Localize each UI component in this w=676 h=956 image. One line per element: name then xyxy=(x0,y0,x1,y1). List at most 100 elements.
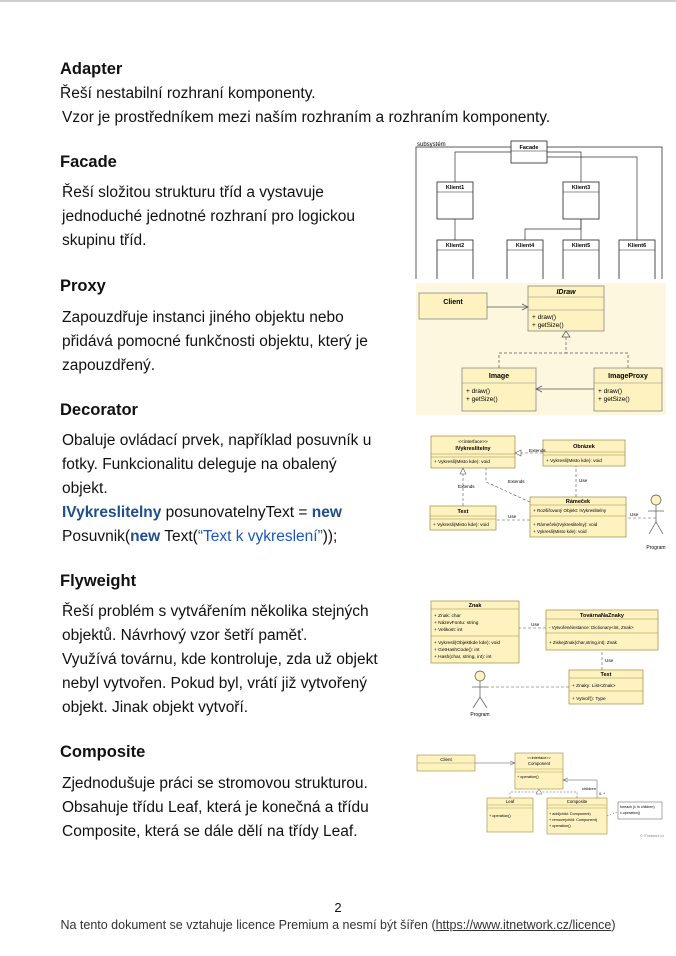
facade-diagram-subsystem-label: subsystém xyxy=(417,142,446,148)
decorator-diagram-use-1: Use xyxy=(508,514,517,519)
license-footer: Na tento dokument se vztahuje licence Pr… xyxy=(0,918,676,932)
decorator-diagram-ivyk-method: + Vykresli(Misto kde): void xyxy=(434,459,490,465)
proxy-line-2: přidává pomocné funkčnosti objektu, kter… xyxy=(62,333,368,350)
page-top-border xyxy=(0,0,676,2)
proxy-diagram-image: Image xyxy=(489,373,509,380)
composite-line-1: Zjednodušuje práci se stromovou struktur… xyxy=(62,775,368,792)
proxy-diagram-image-draw: + draw() xyxy=(466,388,490,395)
proxy-diagram-image-getsize: + getSize() xyxy=(466,396,498,403)
page-number: 2 xyxy=(334,900,342,915)
decorator-diagram-use-3: Use xyxy=(630,512,639,517)
flyweight-diagram-znak-method-3: + Hash(char, string, int): int xyxy=(434,654,492,660)
decorator-diagram-obrazek-method: + Vykresli(Misto kde): void xyxy=(546,458,602,464)
flyweight-line-1: Řeší problém s vytvářením několika stejn… xyxy=(62,603,369,620)
heading-composite: Composite xyxy=(60,743,146,761)
decorator-diagram-extends-1: Extends xyxy=(529,448,546,453)
decorator-diagram-ramecek-method: + Vykresli(Misto kde): void xyxy=(533,529,587,534)
decorator-diagram-ramecek-attr: + Rozšiřovaný Objekt: IVykreslitelny xyxy=(533,508,607,513)
composite-diagram-component: Component xyxy=(528,761,551,766)
composite-diagram-client: Client xyxy=(440,757,452,762)
adapter-line-1: Řeší nestabilní rozhraní komponenty. xyxy=(60,85,316,102)
facade-diagram-klient3: Klient3 xyxy=(572,185,590,191)
facade-diagram-klient6: Klient6 xyxy=(628,243,646,249)
decorator-diagram-ramecek-ctor: + Rámeček(IVykreslitelny): void xyxy=(533,522,598,527)
heading-proxy: Proxy xyxy=(60,277,106,295)
composite-diagram-note-line-2: c.operation() xyxy=(620,811,640,815)
decorator-diagram: <<interface>> IVykreslitelny + Vykresli(… xyxy=(426,432,668,554)
flyweight-line-5: objekt. Jinak objekt vytvoří. xyxy=(62,699,249,716)
composite-diagram-component-method: + operation() xyxy=(517,775,539,779)
proxy-diagram-imageproxy: ImageProxy xyxy=(608,373,648,380)
flyweight-diagram-znak-method-2: + GetHashCode(): int xyxy=(434,647,480,653)
flyweight-diagram-znak-attr-1: + Znak: char xyxy=(434,613,461,619)
flyweight-diagram-tovarna: TovárnaNaZnaky xyxy=(580,613,625,619)
decorator-diagram-extends-2: Extends xyxy=(458,484,475,489)
license-text-end: ) xyxy=(611,918,616,932)
decorator-diagram-text-method: + Vykresli(Misto kde): void xyxy=(433,522,489,528)
flyweight-diagram-znak-method-1: + Vykresli(Objektkde kde): void xyxy=(434,640,500,646)
composite-line-2: Obsahuje třídu Leaf, která je konečná a … xyxy=(62,799,369,816)
proxy-diagram-client: Client xyxy=(443,299,463,306)
facade-line-3: skupinu tříd. xyxy=(62,232,147,249)
decorator-line-1: Obaluje ovládací prvek, například posuvn… xyxy=(62,432,372,449)
proxy-diagram-imageproxy-draw: + draw() xyxy=(598,388,622,395)
license-link[interactable]: https://www.itnetwork.cz/licence xyxy=(435,918,612,932)
proxy-line-1: Zapouzdřuje instanci jiného objektu nebo xyxy=(62,309,344,326)
code-posuvnik: Posuvnik( xyxy=(62,528,131,545)
decorator-diagram-obrazek: Obrázek xyxy=(573,444,596,450)
proxy-diagram-imageproxy-getsize: + getSize() xyxy=(598,396,630,403)
proxy-diagram-idraw-getsize: + getSize() xyxy=(532,322,564,329)
decorator-diagram-ivykreslitelny: IVykreslitelny xyxy=(455,446,491,452)
code-keyword-new-1: new xyxy=(311,504,342,521)
facade-diagram-klient4: Klient4 xyxy=(516,243,535,249)
composite-diagram-copyright: © ITnetwork.cz xyxy=(640,834,664,838)
flyweight-diagram-text: Text xyxy=(601,672,612,678)
flyweight-diagram-znak: Znak xyxy=(469,603,483,609)
decorator-code-line-2: Posuvnik(new Text(“Text k vykreslení”)); xyxy=(62,525,337,549)
flyweight-diagram-znak-attr-2: + NázevFontu: string xyxy=(434,620,479,626)
composite-diagram-composite-method-1: + add(child: Component) xyxy=(549,812,591,816)
facade-diagram: subsystém Facade Klient1 Klient3 Klient2… xyxy=(414,139,666,279)
proxy-diagram-idraw: IDraw xyxy=(556,289,576,296)
composite-diagram-stereotype: <<interface>> xyxy=(527,756,551,760)
composite-diagram-children: children xyxy=(582,786,596,791)
flyweight-diagram-tovarna-method: + ZiskejZnak(char,string,int): Znak xyxy=(549,640,618,645)
decorator-diagram-extends-3: Extends xyxy=(508,479,525,484)
adapter-line-2: Vzor je prostředníkem mezi naším rozhran… xyxy=(62,109,551,126)
decorator-diagram-program: Program xyxy=(646,545,665,551)
composite-diagram-note-line-1: foreach (c in children) xyxy=(620,805,655,809)
facade-diagram-klient1: Klient1 xyxy=(446,185,464,191)
heading-decorator: Decorator xyxy=(60,401,138,419)
code-type-ivykreslitelny: IVykreslitelny xyxy=(62,504,162,521)
code-closing: )); xyxy=(322,528,338,545)
flyweight-diagram-program: Program xyxy=(470,712,489,718)
license-text: Na tento dokument se vztahuje licence Pr… xyxy=(60,918,436,932)
flyweight-diagram-tovarna-attr: - Vytvořenéinstance: Dictionary<int, Zna… xyxy=(549,625,634,630)
flyweight-diagram-znak-attr-3: + Velikost: int xyxy=(434,627,463,633)
decorator-code-line-1: IVykreslitelny posunovatelnyText = new xyxy=(62,501,342,525)
composite-diagram-composite-method-3: + operation() xyxy=(549,824,571,828)
code-text-ctor: Text( xyxy=(160,528,198,545)
code-string-literal: “Text k vykreslení” xyxy=(197,528,323,545)
code-keyword-new-2: new xyxy=(130,528,161,545)
facade-diagram-klient5: Klient5 xyxy=(572,243,590,249)
proxy-line-3: zapouzdřený. xyxy=(62,357,156,374)
composite-diagram-leaf: Leaf xyxy=(506,799,515,804)
heading-adapter: Adapter xyxy=(60,60,123,78)
composite-diagram-composite-method-2: + remove(child: Component) xyxy=(549,818,598,822)
flyweight-line-2: objektů. Návrhový vzor šetří paměť. xyxy=(62,627,308,644)
decorator-line-2: fotky. Funkcionalitu deleguje na obalený xyxy=(62,456,337,473)
flyweight-line-4: nebyl vytvořen. Pokud byl, vrátí již vyt… xyxy=(62,675,367,692)
composite-diagram-leaf-method: + operation() xyxy=(489,814,511,818)
facade-line-1: Řeší složitou strukturu tříd a vystavuje xyxy=(62,184,324,201)
composite-diagram-composite: Composite xyxy=(567,799,588,804)
decorator-line-3: objekt. xyxy=(62,480,108,497)
composite-diagram-multiplicity: 0..* xyxy=(599,791,605,796)
decorator-diagram-use-2: Use xyxy=(579,478,588,483)
flyweight-diagram-use-1: Use xyxy=(531,622,540,627)
proxy-diagram: Client IDraw + draw() + getSize() Image … xyxy=(416,283,666,415)
decorator-diagram-text: Text xyxy=(458,509,469,515)
composite-diagram: Client <<interface>> Component + operati… xyxy=(414,750,666,842)
heading-facade: Facade xyxy=(60,153,117,171)
facade-diagram-klient2: Klient2 xyxy=(446,243,464,249)
